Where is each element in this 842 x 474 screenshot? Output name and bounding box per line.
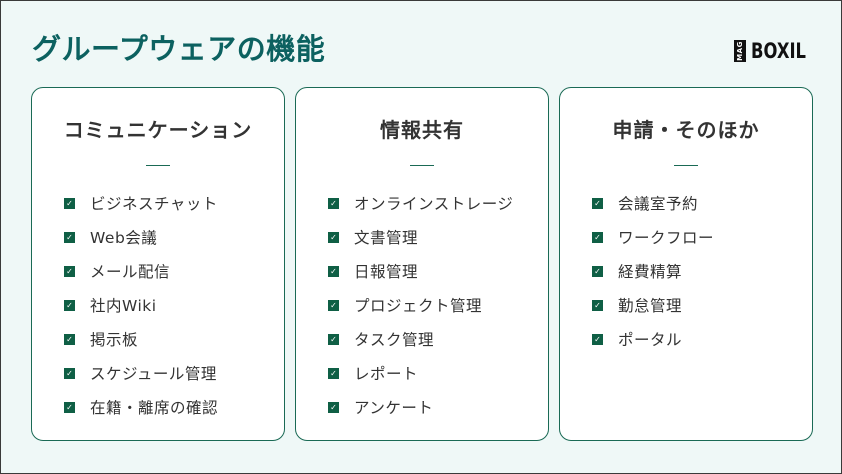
checkbox-checked-icon: ✓ bbox=[592, 299, 603, 311]
checkbox-checked-icon: ✓ bbox=[64, 333, 75, 345]
checkbox-checked-icon: ✓ bbox=[328, 299, 339, 311]
boxil-mag-logo: MAG BOXIL bbox=[734, 39, 822, 63]
list-item: ✓経費精算 bbox=[592, 254, 714, 288]
card-information-sharing: 情報共有 ✓オンラインストレージ ✓文書管理 ✓日報管理 ✓プロジェクト管理 ✓… bbox=[295, 87, 549, 441]
list-item: ✓在籍・離席の確認 bbox=[64, 390, 218, 424]
divider bbox=[146, 165, 170, 166]
checkbox-checked-icon: ✓ bbox=[328, 401, 339, 413]
list-item: ✓ワークフロー bbox=[592, 220, 714, 254]
checkbox-checked-icon: ✓ bbox=[328, 197, 339, 209]
checkbox-checked-icon: ✓ bbox=[592, 333, 603, 345]
feature-list: ✓ビジネスチャット ✓Web会議 ✓メール配信 ✓社内Wiki ✓掲示板 ✓スケ… bbox=[64, 186, 218, 424]
checkbox-checked-icon: ✓ bbox=[64, 299, 75, 311]
checkbox-checked-icon: ✓ bbox=[64, 231, 75, 243]
list-item: ✓オンラインストレージ bbox=[328, 186, 513, 220]
checkbox-checked-icon: ✓ bbox=[64, 197, 75, 209]
divider bbox=[674, 165, 698, 166]
mag-badge: MAG bbox=[734, 40, 746, 62]
list-item: ✓日報管理 bbox=[328, 254, 513, 288]
card-applications-other: 申請・そのほか ✓会議室予約 ✓ワークフロー ✓経費精算 ✓勤怠管理 ✓ポータル bbox=[559, 87, 813, 441]
list-item: ✓アンケート bbox=[328, 390, 513, 424]
list-item: ✓ビジネスチャット bbox=[64, 186, 218, 220]
checkbox-checked-icon: ✓ bbox=[64, 265, 75, 277]
checkbox-checked-icon: ✓ bbox=[328, 367, 339, 379]
checkbox-checked-icon: ✓ bbox=[328, 231, 339, 243]
list-item: ✓社内Wiki bbox=[64, 288, 218, 322]
card-title: 申請・そのほか bbox=[612, 118, 760, 142]
list-item: ✓掲示板 bbox=[64, 322, 218, 356]
checkbox-checked-icon: ✓ bbox=[64, 367, 75, 379]
feature-list: ✓オンラインストレージ ✓文書管理 ✓日報管理 ✓プロジェクト管理 ✓タスク管理… bbox=[328, 186, 513, 424]
list-item: ✓スケジュール管理 bbox=[64, 356, 218, 390]
logo-text: BOXIL bbox=[751, 39, 806, 63]
feature-list: ✓会議室予約 ✓ワークフロー ✓経費精算 ✓勤怠管理 ✓ポータル bbox=[592, 186, 714, 356]
card-title: コミュニケーション bbox=[63, 118, 253, 142]
checkbox-checked-icon: ✓ bbox=[592, 231, 603, 243]
list-item: ✓会議室予約 bbox=[592, 186, 714, 220]
divider bbox=[410, 165, 434, 166]
page-title: グループウェアの機能 bbox=[32, 32, 326, 66]
list-item: ✓Web会議 bbox=[64, 220, 218, 254]
checkbox-checked-icon: ✓ bbox=[592, 265, 603, 277]
checkbox-checked-icon: ✓ bbox=[328, 265, 339, 277]
list-item: ✓文書管理 bbox=[328, 220, 513, 254]
list-item: ✓勤怠管理 bbox=[592, 288, 714, 322]
checkbox-checked-icon: ✓ bbox=[592, 197, 603, 209]
list-item: ✓レポート bbox=[328, 356, 513, 390]
card-communication: コミュニケーション ✓ビジネスチャット ✓Web会議 ✓メール配信 ✓社内Wik… bbox=[31, 87, 285, 441]
list-item: ✓タスク管理 bbox=[328, 322, 513, 356]
list-item: ✓プロジェクト管理 bbox=[328, 288, 513, 322]
checkbox-checked-icon: ✓ bbox=[64, 401, 75, 413]
list-item: ✓メール配信 bbox=[64, 254, 218, 288]
checkbox-checked-icon: ✓ bbox=[328, 333, 339, 345]
list-item: ✓ポータル bbox=[592, 322, 714, 356]
card-title: 情報共有 bbox=[380, 118, 464, 142]
